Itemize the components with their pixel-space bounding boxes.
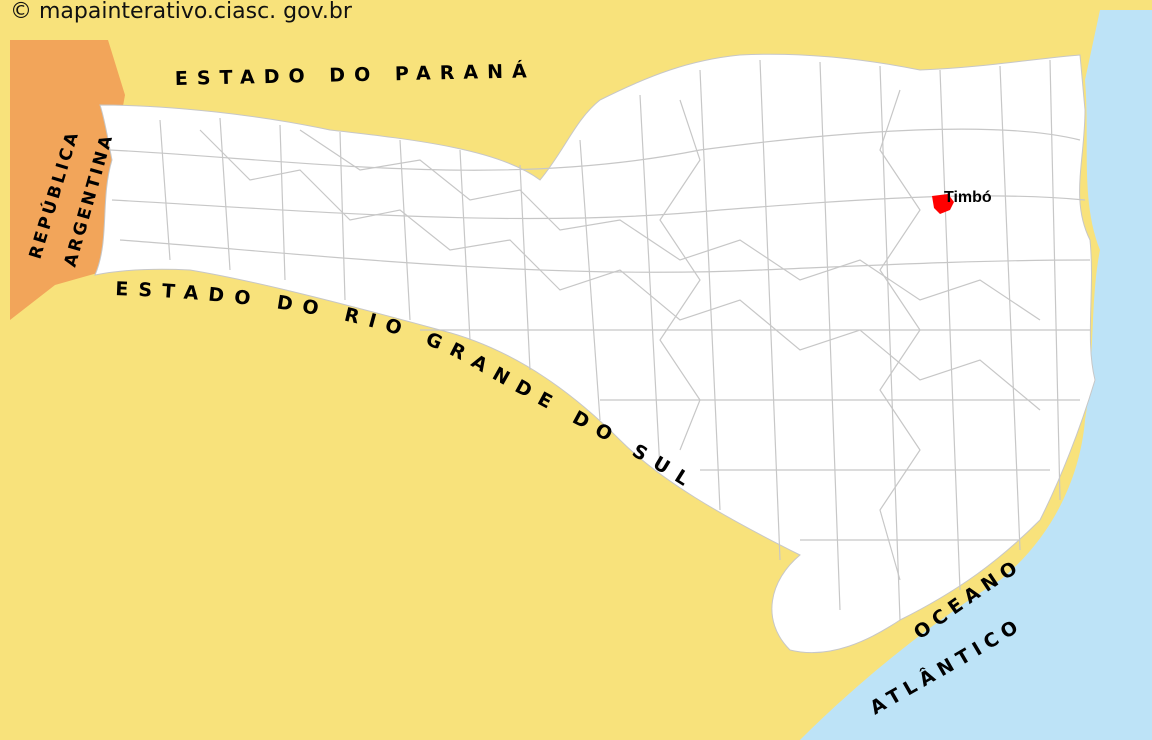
argentina-region [10,40,125,320]
municipal-borders [109,59,1091,621]
timbo-municipality[interactable] [932,194,954,214]
credit-text: © mapainterativo.ciasc. gov.br [10,0,352,24]
timbo-label: Timbó [944,189,992,206]
ocean-region [800,10,1152,740]
